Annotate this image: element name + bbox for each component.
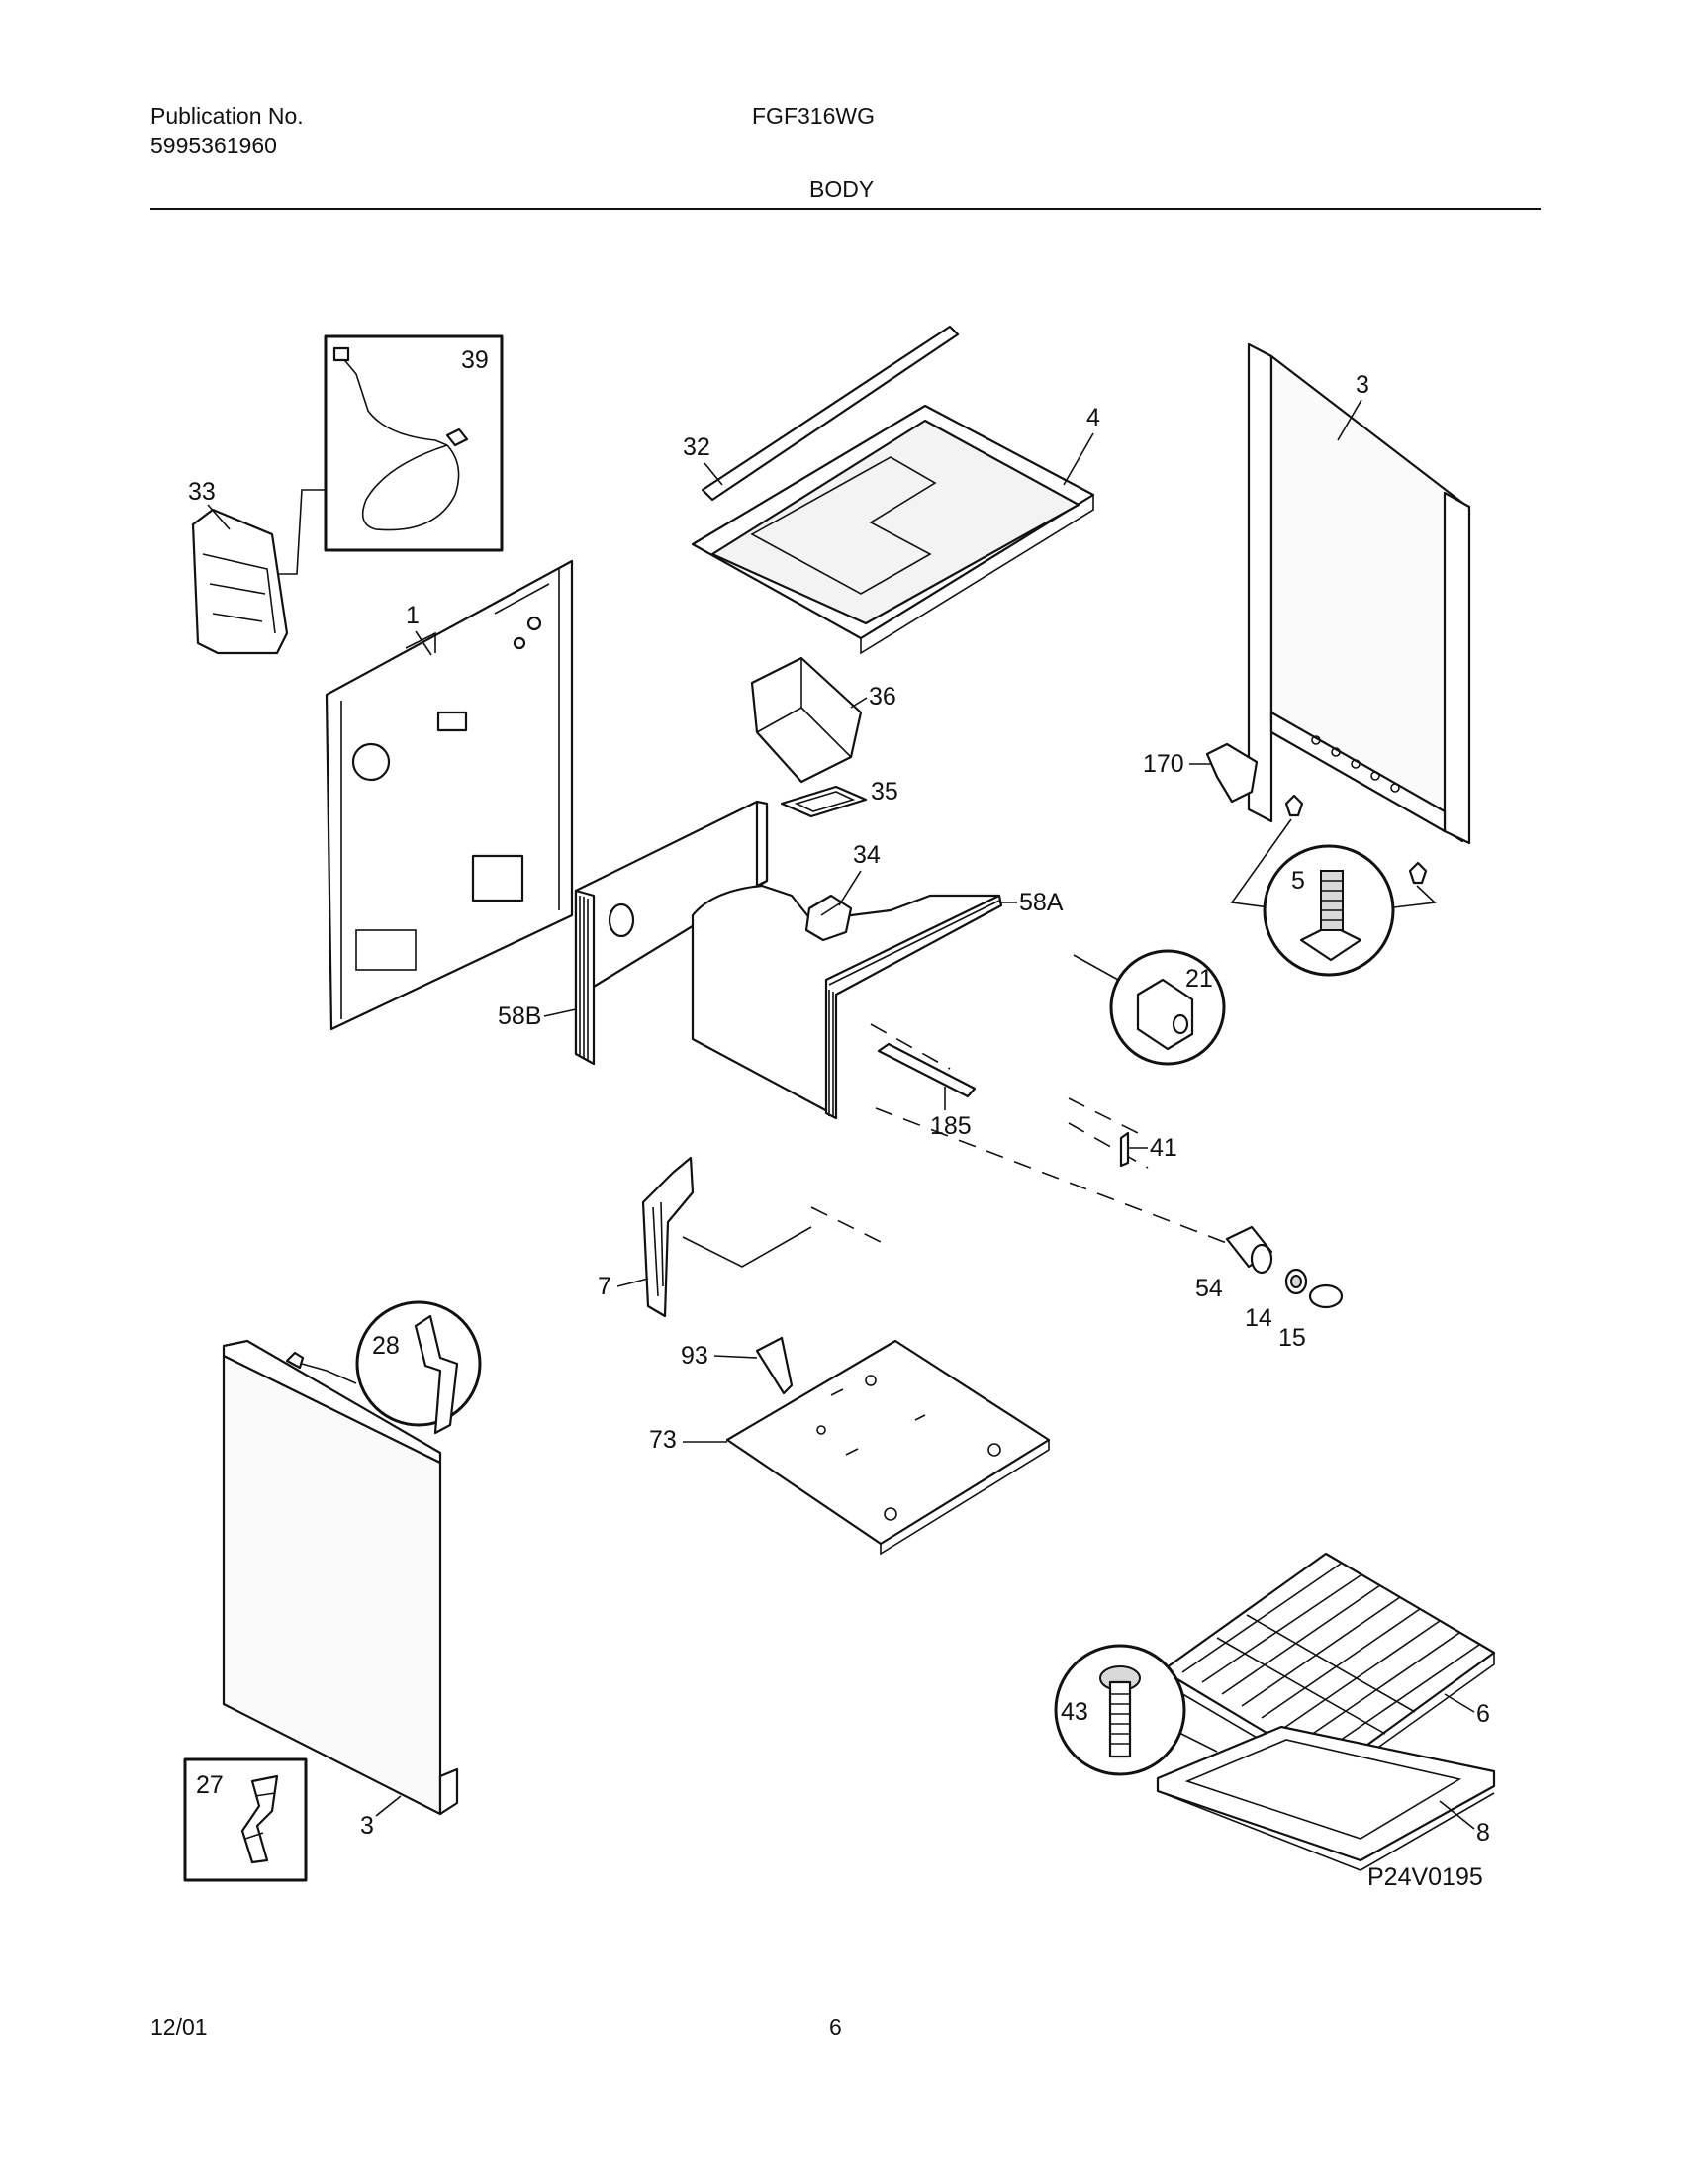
part-93-bracket [755, 1336, 794, 1395]
footer-date: 12/01 [150, 2014, 208, 2040]
part-41-clip [1119, 1131, 1130, 1168]
part-43-screw-detail [1054, 1644, 1218, 1776]
label-39: 39 [461, 346, 489, 374]
part-73-bottom-panel [725, 1339, 1051, 1556]
label-32: 32 [683, 433, 710, 461]
part-32-strip [701, 325, 960, 502]
part-170-bracket [1205, 742, 1259, 804]
publication-number: 5995361960 [150, 133, 277, 158]
part-185-bracket [870, 1023, 977, 1098]
part-14-lamp-ring [1284, 1268, 1308, 1295]
label-58B: 58B [498, 1002, 541, 1030]
header-divider [150, 208, 1541, 210]
label-6: 6 [1476, 1700, 1490, 1728]
part-54-lamp-socket [1225, 1225, 1273, 1275]
page-number: 6 [829, 2014, 842, 2040]
model-number: FGF316WG [752, 103, 875, 129]
part-58A-insulation-wrap [691, 884, 1003, 1120]
part-36-flue-duct [750, 656, 863, 784]
label-27: 27 [196, 1771, 224, 1799]
part-7-hinge [641, 1156, 695, 1318]
label-3-left: 3 [360, 1812, 374, 1840]
section-title: BODY [809, 176, 875, 202]
part-35-gasket [780, 785, 868, 818]
label-4: 4 [1086, 404, 1100, 431]
label-185: 185 [930, 1112, 972, 1140]
part-21-detail [1073, 949, 1226, 1066]
label-36: 36 [869, 683, 896, 711]
part-27-inset [183, 1757, 308, 1882]
label-43: 43 [1061, 1698, 1088, 1726]
drawing-number: P24V0195 [1367, 1863, 1483, 1891]
part-3-side-panel-right [1247, 342, 1471, 845]
part-34-clip [804, 894, 853, 942]
label-8: 8 [1476, 1819, 1490, 1847]
label-54: 54 [1195, 1275, 1223, 1302]
part-58B-insulation [574, 800, 769, 1066]
label-33: 33 [188, 478, 216, 506]
label-34: 34 [853, 841, 881, 869]
part-5-leveling-leg-detail [1230, 794, 1437, 977]
label-73: 73 [649, 1426, 677, 1454]
label-15: 15 [1278, 1324, 1306, 1352]
part-1-back-panel [325, 559, 574, 1031]
label-3-right: 3 [1356, 371, 1369, 399]
label-7: 7 [598, 1273, 611, 1300]
part-28-detail [301, 1300, 482, 1435]
label-28: 28 [372, 1332, 400, 1360]
label-170: 170 [1143, 750, 1184, 778]
label-1: 1 [406, 602, 420, 629]
part-15-lamp-bulb [1308, 1283, 1344, 1309]
part-8-oven-bottom [1156, 1725, 1496, 1871]
power-cord-inset [324, 334, 504, 552]
publication-label: Publication No. [150, 103, 304, 129]
label-14: 14 [1245, 1304, 1272, 1332]
part-33-bracket [191, 489, 327, 655]
label-93: 93 [681, 1342, 708, 1370]
label-5: 5 [1291, 867, 1305, 895]
part-4-burner-box [691, 404, 1095, 655]
label-58A: 58A [1019, 889, 1064, 916]
label-41: 41 [1150, 1134, 1177, 1162]
part-3-side-panel-left [222, 1339, 459, 1816]
label-35: 35 [871, 778, 898, 806]
label-21: 21 [1185, 965, 1213, 993]
